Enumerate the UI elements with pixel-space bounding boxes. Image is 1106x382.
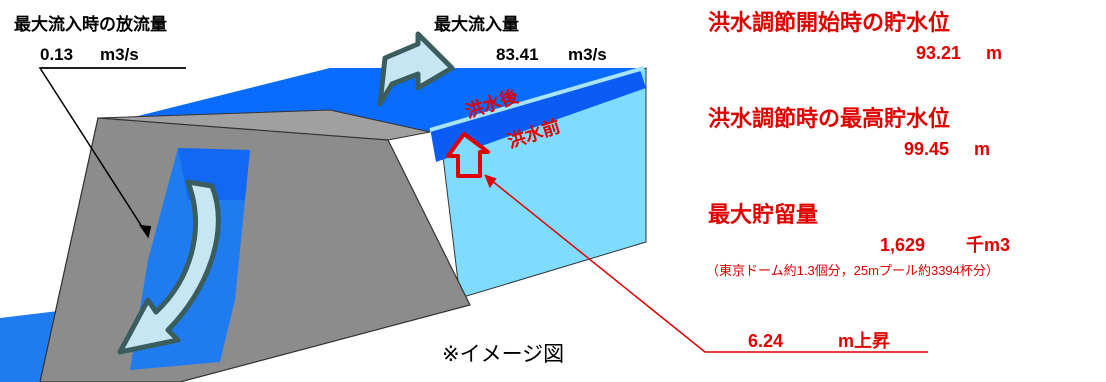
rise-leader-arrowhead	[484, 174, 497, 189]
max-level-title: 洪水調節時の最高貯水位	[708, 106, 951, 131]
water-rise-band	[430, 70, 646, 162]
inflow-discharge-unit: m3/s	[100, 45, 139, 64]
inflow-discharge-value: 0.13	[40, 45, 74, 64]
start-level-value: 93.21	[916, 43, 962, 63]
max-storage-unit: 千m3	[966, 235, 1011, 255]
image-note: ※イメージ図	[442, 343, 565, 366]
start-level-title: 洪水調節開始時の貯水位	[708, 10, 951, 35]
water-rise-arrow-icon	[446, 132, 490, 178]
rise-unit: m上昇	[838, 331, 891, 351]
max-level-value: 99.45	[904, 139, 950, 159]
discharge-leader-arrowhead	[138, 224, 152, 239]
max-inflow-unit: m3/s	[568, 45, 607, 64]
inflow-arrow-icon	[377, 31, 455, 107]
inflow-discharge-title: 最大流入時の放流量	[14, 15, 167, 34]
dam-body	[39, 117, 471, 382]
rise-value: 6.24	[748, 331, 784, 351]
max-inflow-title: 最大流入量	[434, 15, 519, 34]
discharge-arrow-icon	[117, 179, 221, 355]
max-storage-title: 最大貯留量	[708, 202, 819, 227]
max-level-unit: m	[974, 139, 991, 159]
max-storage-value: 1,629	[880, 235, 926, 255]
max-inflow-value: 83.41	[496, 45, 539, 64]
water-surface-line	[429, 66, 645, 132]
rise-leader-line	[485, 175, 928, 353]
max-storage-note: （東京ドーム約1.3個分，25mプール約3394杯分）	[706, 263, 999, 278]
start-level-unit: m	[986, 43, 1003, 63]
